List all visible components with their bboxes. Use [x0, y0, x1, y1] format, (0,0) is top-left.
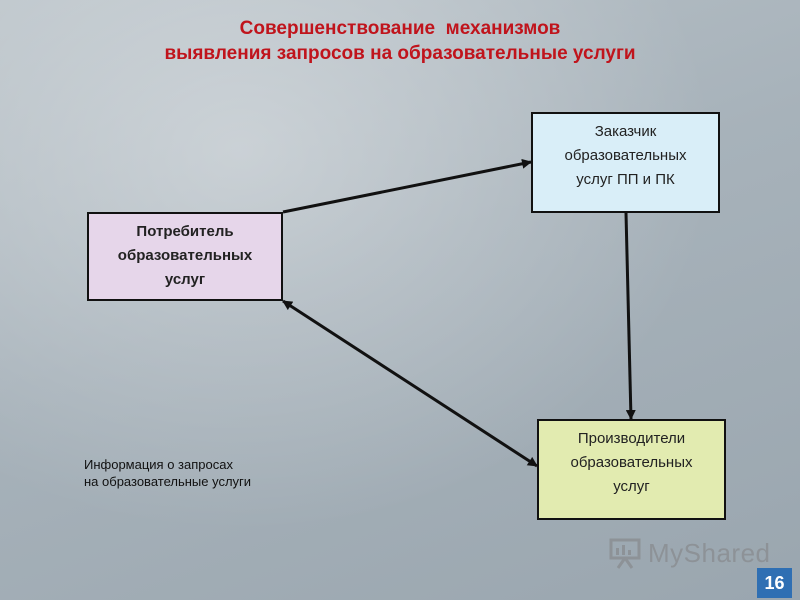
- slide-title-line-1: Совершенствование механизмов: [239, 18, 561, 39]
- info-note: Информация о запросах на образовательные…: [84, 456, 251, 490]
- consumer-box: Потребитель образовательных услуг: [87, 212, 283, 301]
- customer-line-1: Заказчик: [594, 123, 657, 140]
- consumer-line-2: образовательных: [117, 247, 253, 264]
- customer-line-3: услуг ПП и ПК: [576, 171, 675, 188]
- producer-line-3: услуг: [613, 478, 650, 495]
- producer-line-1: Производители: [577, 430, 686, 447]
- consumer-line-1: Потребитель: [136, 223, 234, 240]
- slide-title: Совершенствование механизмов выявления з…: [0, 16, 800, 66]
- watermark: MyShared: [608, 536, 771, 570]
- page-number-badge: 16: [757, 568, 792, 598]
- consumer-line-3: услуг: [164, 271, 206, 288]
- customer-box: Заказчик образовательных услуг ПП и ПК: [531, 112, 720, 213]
- arrow-consumer-producer-bidirectional: [282, 299, 538, 468]
- slide-title-line-2: выявления запросов на образовательные ус…: [164, 43, 636, 64]
- producer-line-2: образовательных: [570, 454, 693, 471]
- customer-line-2: образовательных: [564, 147, 687, 164]
- arrow-consumer-to-customer: [282, 158, 532, 214]
- presentation-board-icon: [609, 538, 641, 569]
- producer-box: Производители образовательных услуг: [537, 419, 726, 520]
- arrow-customer-to-producer: [624, 212, 636, 420]
- info-note-line-2: на образовательные услуги: [84, 474, 252, 489]
- watermark-text: MyShared: [648, 537, 771, 568]
- info-note-line-1: Информация о запросах: [84, 457, 233, 472]
